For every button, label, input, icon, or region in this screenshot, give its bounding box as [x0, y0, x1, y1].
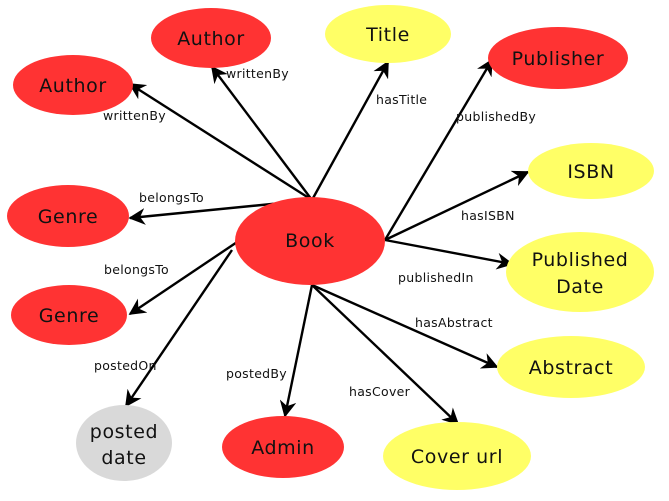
edge-publishedby: [383, 58, 494, 241]
edge-label-postedby: postedBy: [226, 366, 287, 381]
edge-belongsto-genre-bottom: [128, 229, 256, 315]
node-abstract: Abstract: [497, 336, 645, 398]
node-publisher-label: Publisher: [512, 48, 605, 70]
edge-hascover: [311, 284, 460, 426]
edge-label-writtenby-top: writtenBy: [226, 66, 289, 81]
node-author-left: Author: [13, 55, 133, 115]
node-genre-top-label: Genre: [38, 206, 99, 228]
node-isbn: ISBN: [528, 143, 654, 199]
edge-postedby: [279, 284, 314, 418]
node-publisher: Publisher: [488, 27, 628, 89]
nodes-group: Book Author Author Title Publisher ISBN: [7, 5, 654, 490]
edges-group: [125, 58, 530, 426]
node-cover-url-shape: [383, 422, 531, 490]
node-book: Book: [235, 197, 385, 285]
edge-postedon: [125, 249, 233, 408]
edge-label-hasabstract: hasAbstract: [415, 315, 493, 330]
edge-label-writtenby-left: writtenBy: [103, 108, 166, 123]
edge-label-postedon: postedOn: [94, 358, 157, 373]
edge-label-hascover: hasCover: [349, 384, 411, 399]
node-genre-top: Genre: [7, 185, 129, 247]
edge-writtenby-author-top: [210, 65, 313, 201]
edge-hasisbn: [384, 170, 530, 242]
edge-label-belongsto-bottom: belongsTo: [104, 262, 169, 277]
node-author-top: Author: [151, 8, 271, 68]
node-genre-bottom: Genre: [11, 285, 127, 345]
node-published-date-shape: [506, 232, 654, 312]
node-admin-label: Admin: [251, 437, 315, 459]
node-posted-date-shape: [76, 405, 172, 481]
node-cover-url-label: Cover url: [411, 446, 503, 468]
edge-labels-group: writtenBy writtenBy hasTitle publishedBy…: [94, 66, 536, 399]
edge-label-publishedby: publishedBy: [456, 109, 536, 124]
node-published-date-label-line1: Published: [532, 249, 629, 271]
node-genre-bottom-shape: [11, 285, 127, 345]
node-title: Title: [325, 5, 451, 63]
node-cover-url: Cover url: [383, 422, 531, 490]
node-author-left-shape: [13, 55, 133, 115]
node-admin: Admin: [222, 416, 344, 478]
node-abstract-label: Abstract: [529, 357, 614, 379]
node-published-date: Published Date: [506, 232, 654, 312]
node-published-date-label-line2: Date: [556, 276, 604, 298]
node-genre-bottom-label: Genre: [39, 305, 100, 327]
edge-publishedin: [384, 238, 514, 270]
edge-writtenby-author-left: [128, 82, 313, 202]
edge-label-belongsto-top: belongsTo: [139, 190, 204, 205]
node-isbn-shape: [528, 143, 654, 199]
edge-hasabstract: [311, 283, 499, 369]
node-book-label: Book: [285, 230, 335, 252]
node-author-top-label: Author: [177, 28, 245, 50]
edge-label-hastitle: hasTitle: [376, 92, 427, 107]
node-author-left-label: Author: [39, 75, 107, 97]
node-author-top-shape: [151, 8, 271, 68]
edge-label-hasisbn: hasISBN: [461, 208, 515, 223]
edge-label-publishedin: publishedIn: [398, 270, 474, 285]
node-posted-date-label-line2: date: [101, 447, 146, 469]
node-abstract-shape: [497, 336, 645, 398]
edge-hastitle: [310, 60, 390, 201]
node-admin-shape: [222, 416, 344, 478]
node-isbn-label: ISBN: [567, 161, 614, 183]
node-book-shape: [235, 197, 385, 285]
node-publisher-shape: [488, 27, 628, 89]
node-title-label: Title: [365, 24, 410, 46]
node-title-shape: [325, 5, 451, 63]
node-posted-date: posted date: [76, 405, 172, 481]
node-genre-top-shape: [7, 185, 129, 247]
node-posted-date-label-line1: posted: [90, 421, 158, 443]
